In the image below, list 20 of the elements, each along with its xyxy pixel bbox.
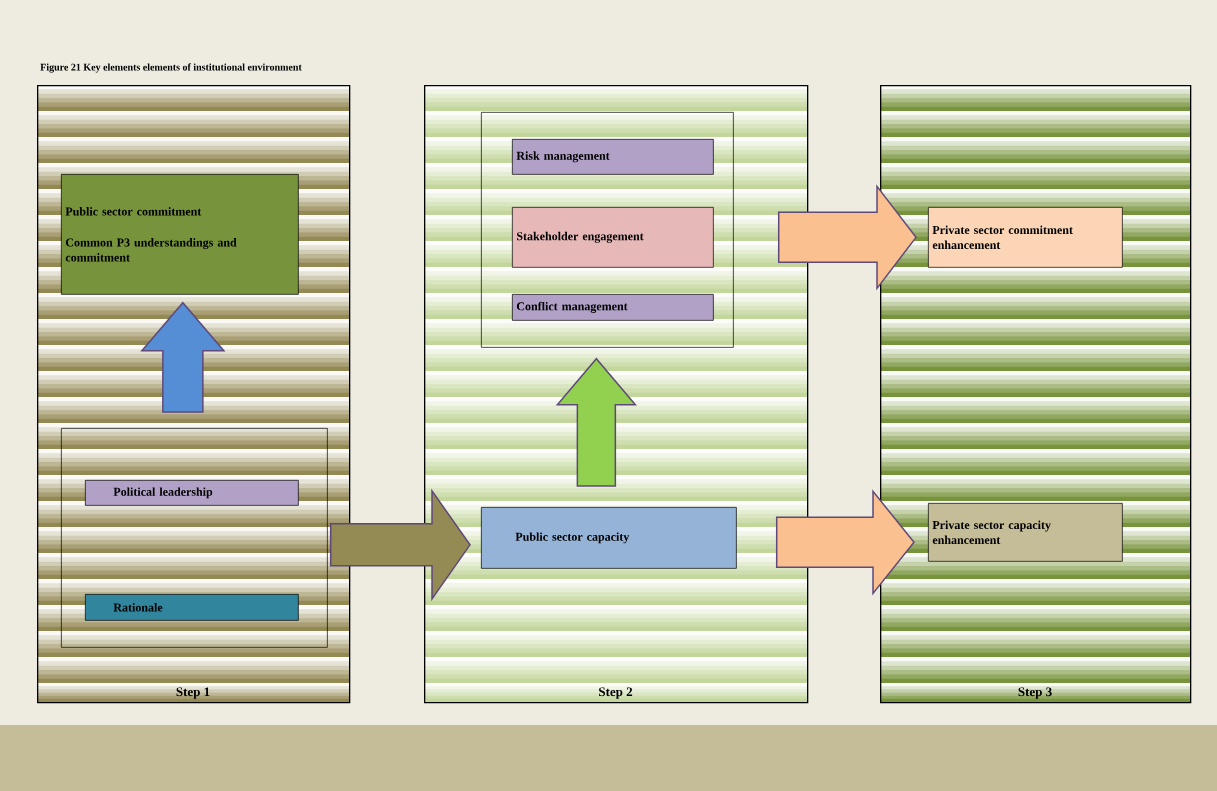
outcome-box: Private sector commitment enhancement: [928, 207, 1123, 268]
figure-title: Figure 21 Key elements elements of institutional environment: [40, 63, 302, 73]
outcome-box: Private sector capacity enhancement: [928, 503, 1123, 562]
element-box: Stakeholder engagement: [512, 207, 714, 268]
element-box: Conflict management: [512, 294, 714, 321]
block-arrow: [555, 357, 637, 487]
step-label: Step 3: [1018, 687, 1052, 699]
capacity-box: Public sector capacity: [481, 507, 737, 569]
block-arrow: [777, 184, 917, 291]
block-arrow: [140, 301, 226, 413]
block-arrow: [775, 489, 915, 596]
step-label: Step 1: [176, 687, 210, 699]
element-box: Rationale: [85, 594, 299, 621]
block-arrow: [329, 488, 471, 602]
element-box: Risk management: [512, 139, 714, 175]
element-box: Political leadership: [85, 480, 299, 506]
group-frame: [481, 112, 734, 348]
group-frame: [61, 428, 328, 648]
step-label: Step 2: [599, 687, 633, 699]
commitment-box: Public sector commitment Common P3 understandings and commitment: [61, 174, 299, 295]
